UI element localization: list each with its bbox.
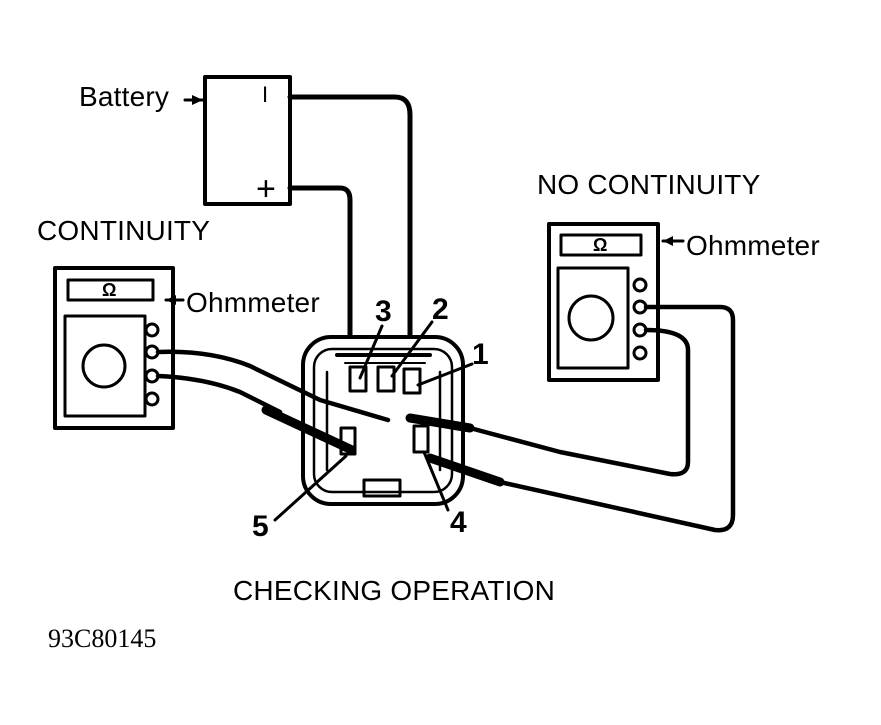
left-probe: [261, 405, 357, 455]
caption: CHECKING OPERATION: [233, 575, 556, 606]
terminal-3-label: 3: [375, 295, 392, 328]
battery-negative-lead: [287, 94, 413, 345]
battery-positive-sign: +: [256, 170, 277, 208]
ohm-symbol-right: Ω: [593, 235, 608, 255]
terminal-2-label: 2: [432, 293, 449, 326]
battery-negative-sign: I: [262, 82, 269, 107]
figure-code: 93C80145: [48, 624, 157, 653]
battery-positive-lead: [287, 185, 353, 353]
no-continuity-label: NO CONTINUITY: [537, 169, 761, 200]
battery-label: Battery: [79, 81, 170, 112]
right-meter-lead-lower: [467, 327, 691, 477]
continuity-label: CONTINUITY: [37, 215, 211, 246]
right-meter-lead-upper: [427, 304, 736, 533]
left-meter-lead-upper: [155, 349, 391, 423]
ohm-symbol-left: Ω: [102, 280, 117, 300]
terminal-4-label: 4: [450, 506, 467, 539]
ohmmeter-left: [53, 266, 185, 430]
ohmmeter-right-label: Ohmmeter: [686, 230, 820, 261]
right-probe-upper: [405, 413, 475, 433]
right-probe-lower: [425, 453, 505, 487]
ohmmeter-left-label: Ohmmeter: [186, 287, 320, 318]
left-meter-lead-lower: [155, 373, 283, 415]
terminal-leaders: [273, 320, 474, 522]
terminal-1-label: 1: [472, 338, 489, 371]
terminal-5-label: 5: [252, 510, 269, 543]
ohmmeter-right: [547, 222, 685, 382]
battery: [183, 75, 292, 206]
